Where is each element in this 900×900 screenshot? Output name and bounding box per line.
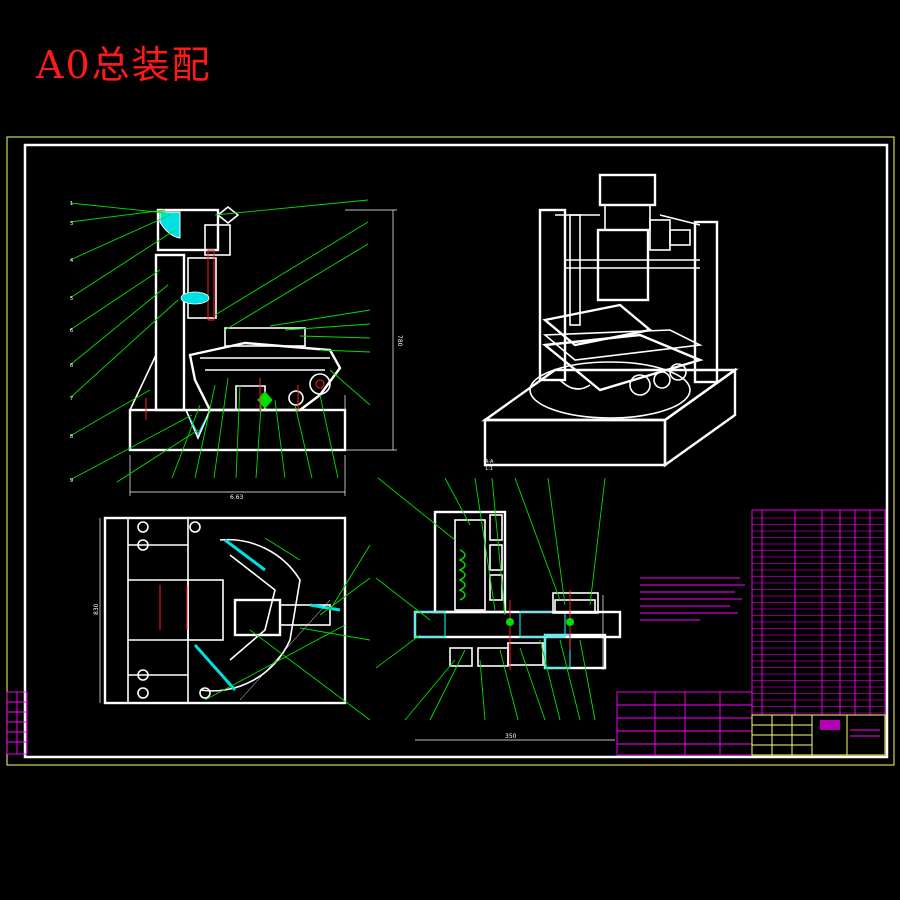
top-view: 830	[93, 516, 347, 705]
front-view-leaders: 1 3 4 5 6 8 7 8 9	[69, 199, 371, 484]
outer-frame	[6, 136, 895, 766]
section-width-dim: 350	[505, 733, 517, 740]
section-label: A-A	[485, 459, 494, 465]
svg-text:6: 6	[70, 328, 73, 334]
front-height-dim: 780	[396, 335, 403, 347]
section-view: A-A 1:1 350	[413, 459, 622, 741]
front-view: 6.63 780	[128, 205, 403, 501]
svg-text:1: 1	[70, 201, 73, 207]
top-view-leaders	[204, 537, 371, 721]
svg-text:5: 5	[70, 296, 73, 302]
side-stamp	[6, 691, 28, 755]
isometric-view	[481, 173, 739, 468]
technical-notes	[640, 577, 745, 621]
title-block	[616, 691, 886, 756]
inner-border	[23, 143, 889, 759]
svg-text:8: 8	[70, 363, 73, 369]
top-view-height-dim: 830	[93, 603, 100, 615]
parts-list-table	[751, 509, 886, 716]
svg-text:4: 4	[70, 258, 73, 264]
section-view-leaders	[375, 477, 606, 721]
svg-text:8: 8	[70, 434, 73, 440]
svg-text:9: 9	[70, 478, 73, 484]
front-width-dim: 6.63	[230, 494, 244, 501]
drawing-title: A0总装配	[36, 43, 212, 87]
svg-text:7: 7	[70, 396, 73, 402]
svg-text:3: 3	[70, 221, 73, 227]
section-scale: 1:1	[485, 466, 493, 472]
